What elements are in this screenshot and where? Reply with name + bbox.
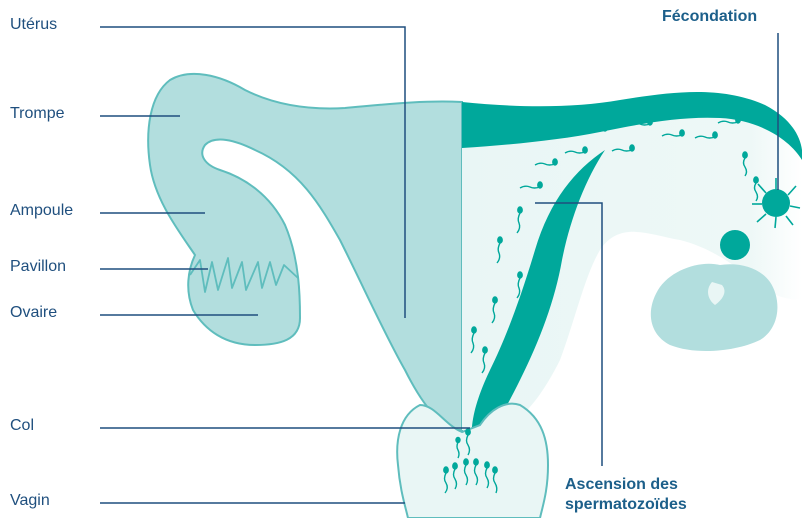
label-ascension-line1: Ascension des <box>565 476 678 494</box>
ovary-right <box>651 264 778 351</box>
label-ovaire: Ovaire <box>10 304 57 322</box>
fertilized-egg <box>762 189 790 217</box>
label-fecondation: Fécondation <box>662 8 757 26</box>
label-pavillon: Pavillon <box>10 258 66 276</box>
egg-cell <box>720 230 750 260</box>
uterus-left-half <box>148 74 462 430</box>
label-ampoule: Ampoule <box>10 202 73 220</box>
label-col: Col <box>10 417 34 435</box>
label-vagin: Vagin <box>10 492 50 510</box>
label-uterus: Utérus <box>10 16 57 34</box>
label-ascension-line2: spermatozoïdes <box>565 496 687 514</box>
label-trompe: Trompe <box>10 105 65 123</box>
